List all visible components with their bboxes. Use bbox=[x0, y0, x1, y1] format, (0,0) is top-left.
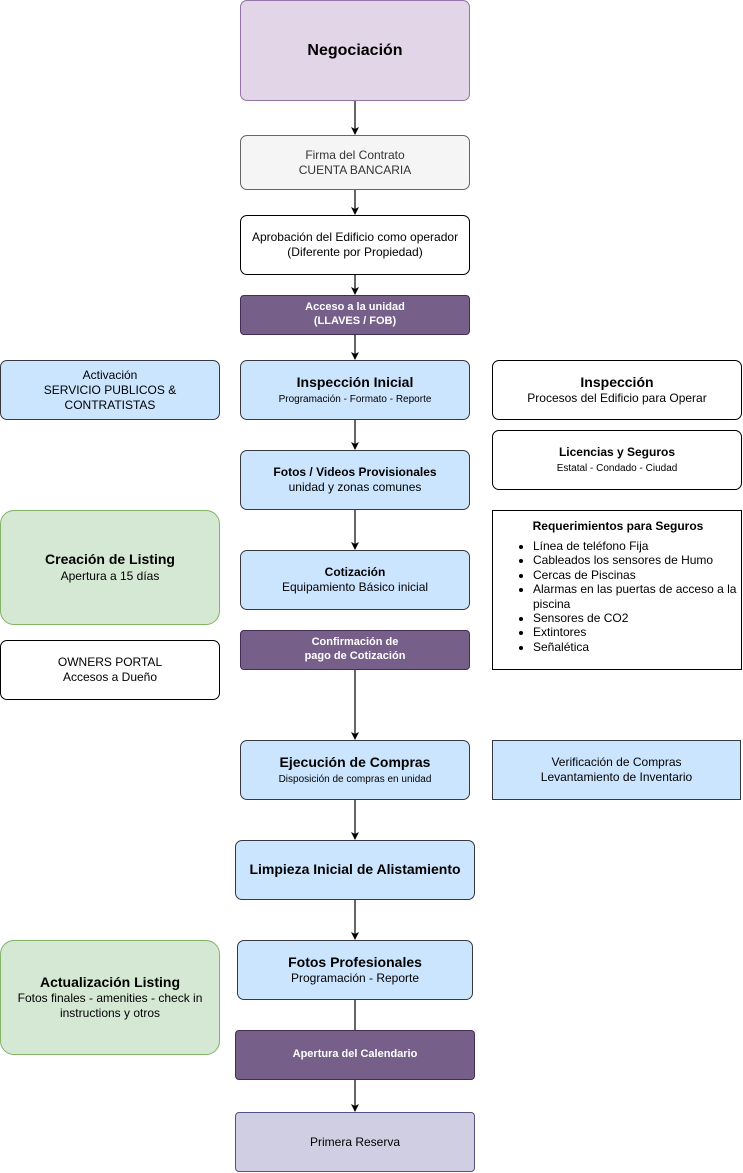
inspeccion-title: Inspección bbox=[580, 373, 654, 390]
confirmacion-line1: Confirmación de bbox=[311, 636, 399, 649]
fotos-videos-title: Fotos / Videos Provisionales bbox=[273, 465, 437, 479]
node-aprobacion-edificio: Aprobación del Edificio como operador (D… bbox=[240, 215, 470, 275]
inspeccion-inicial-title: Inspección Inicial bbox=[296, 373, 414, 390]
cotizacion-title: Cotización bbox=[324, 565, 386, 579]
acceso-line2: (LLAVES / FOB) bbox=[313, 315, 397, 327]
requerimiento-item: Alarmas en las puertas de acceso a la pi… bbox=[533, 582, 737, 611]
actualizacion-listing-title: Actualización Listing bbox=[39, 973, 180, 990]
requerimiento-item: Cableados los sensores de Humo bbox=[533, 553, 737, 567]
inspeccion-inicial-subtitle: Programación - Formato - Reporte bbox=[278, 394, 432, 405]
negociacion-title: Negociación bbox=[307, 41, 403, 59]
activacion-line1: Activación bbox=[82, 367, 138, 382]
cotizacion-subtitle: Equipamiento Básico inicial bbox=[281, 580, 429, 594]
requerimiento-item: Línea de teléfono Fija bbox=[533, 539, 737, 553]
requerimiento-item: Extintores bbox=[533, 625, 737, 639]
node-inspeccion-inicial: Inspección Inicial Programación - Format… bbox=[240, 360, 470, 420]
node-creacion-listing: Creación de Listing Apertura a 15 días bbox=[0, 510, 220, 625]
primera-reserva-title: Primera Reserva bbox=[309, 1134, 401, 1149]
licencias-subtitle: Estatal - Condado - Ciudad bbox=[556, 462, 678, 474]
acceso-line1: Acceso a la unidad bbox=[305, 301, 405, 314]
node-cotizacion: Cotización Equipamiento Básico inicial bbox=[240, 550, 470, 610]
inspeccion-subtitle: Procesos del Edificio para Operar bbox=[527, 391, 707, 406]
node-licencias-seguros: Licencias y Seguros Estatal - Condado - … bbox=[492, 430, 742, 490]
fotos-videos-subtitle: unidad y zonas comunes bbox=[288, 480, 422, 494]
node-limpieza-inicial: Limpieza Inicial de Alistamiento bbox=[235, 840, 475, 900]
apertura-calendario-title: Apertura del Calendario bbox=[292, 1048, 418, 1061]
limpieza-title: Limpieza Inicial de Alistamiento bbox=[249, 861, 461, 878]
node-fotos-videos: Fotos / Videos Provisionales unidad y zo… bbox=[240, 450, 470, 510]
verificacion-line1: Verificación de Compras bbox=[551, 755, 682, 769]
requerimiento-item: Señalética bbox=[533, 640, 737, 654]
activacion-line3: CONTRATISTAS bbox=[64, 397, 156, 412]
node-primera-reserva: Primera Reserva bbox=[235, 1112, 475, 1172]
node-fotos-profesionales: Fotos Profesionales Programación - Repor… bbox=[237, 940, 473, 1000]
fotos-profesionales-title: Fotos Profesionales bbox=[288, 953, 422, 970]
confirmacion-line2: pago de Cotización bbox=[304, 650, 406, 662]
licencias-title: Licencias y Seguros bbox=[558, 444, 676, 459]
node-acceso-unidad: Acceso a la unidad (LLAVES / FOB) bbox=[240, 295, 470, 335]
creacion-listing-subtitle: Apertura a 15 días bbox=[60, 568, 160, 583]
requerimientos-list: Línea de teléfono Fija Cableados los sen… bbox=[499, 539, 737, 654]
node-ejecucion-compras: Ejecución de Compras Disposición de comp… bbox=[240, 740, 470, 800]
firma-line1: Firma del Contrato bbox=[305, 147, 405, 162]
firma-line2: CUENTA BANCARIA bbox=[298, 162, 412, 177]
actualizacion-listing-subtitle: Fotos finales - amenities - check in ins… bbox=[17, 991, 203, 1021]
verificacion-line2: Levantamiento de Inventario bbox=[540, 770, 693, 784]
requerimientos-title: Requerimientos para Seguros bbox=[532, 519, 704, 533]
ejecucion-subtitle: Disposición de compras en unidad bbox=[278, 774, 432, 785]
node-actualizacion-listing: Actualización Listing Fotos finales - am… bbox=[0, 940, 220, 1055]
node-firma-contrato: Firma del Contrato CUENTA BANCARIA bbox=[240, 135, 470, 190]
node-confirmacion-pago: Confirmación de pago de Cotización bbox=[240, 630, 470, 670]
activacion-line2: SERVICIO PUBLICOS & bbox=[43, 382, 177, 397]
node-owners-portal: OWNERS PORTAL Accesos a Dueño bbox=[0, 640, 220, 700]
requerimiento-item: Sensores de CO2 bbox=[533, 611, 737, 625]
node-activacion: Activación SERVICIO PUBLICOS & CONTRATIS… bbox=[0, 360, 220, 420]
aprobacion-line1: Aprobación del Edificio como operador bbox=[251, 230, 459, 244]
node-requerimientos-seguros: Requerimientos para Seguros Línea de tel… bbox=[492, 510, 742, 670]
aprobacion-line2: (Diferente por Propiedad) bbox=[287, 245, 423, 259]
node-negociacion: Negociación bbox=[240, 0, 470, 101]
requerimiento-item: Cercas de Piscinas bbox=[533, 568, 737, 582]
node-apertura-calendario: Apertura del Calendario bbox=[235, 1030, 475, 1080]
node-verificacion-compras: Verificación de Compras Levantamiento de… bbox=[492, 740, 741, 800]
owners-portal-line2: Accesos a Dueño bbox=[62, 670, 158, 684]
creacion-listing-title: Creación de Listing bbox=[45, 551, 175, 568]
node-inspeccion: Inspección Procesos del Edificio para Op… bbox=[492, 360, 742, 420]
owners-portal-line1: OWNERS PORTAL bbox=[57, 655, 163, 669]
fotos-profesionales-subtitle: Programación - Reporte bbox=[290, 971, 420, 986]
ejecucion-title: Ejecución de Compras bbox=[279, 753, 431, 770]
